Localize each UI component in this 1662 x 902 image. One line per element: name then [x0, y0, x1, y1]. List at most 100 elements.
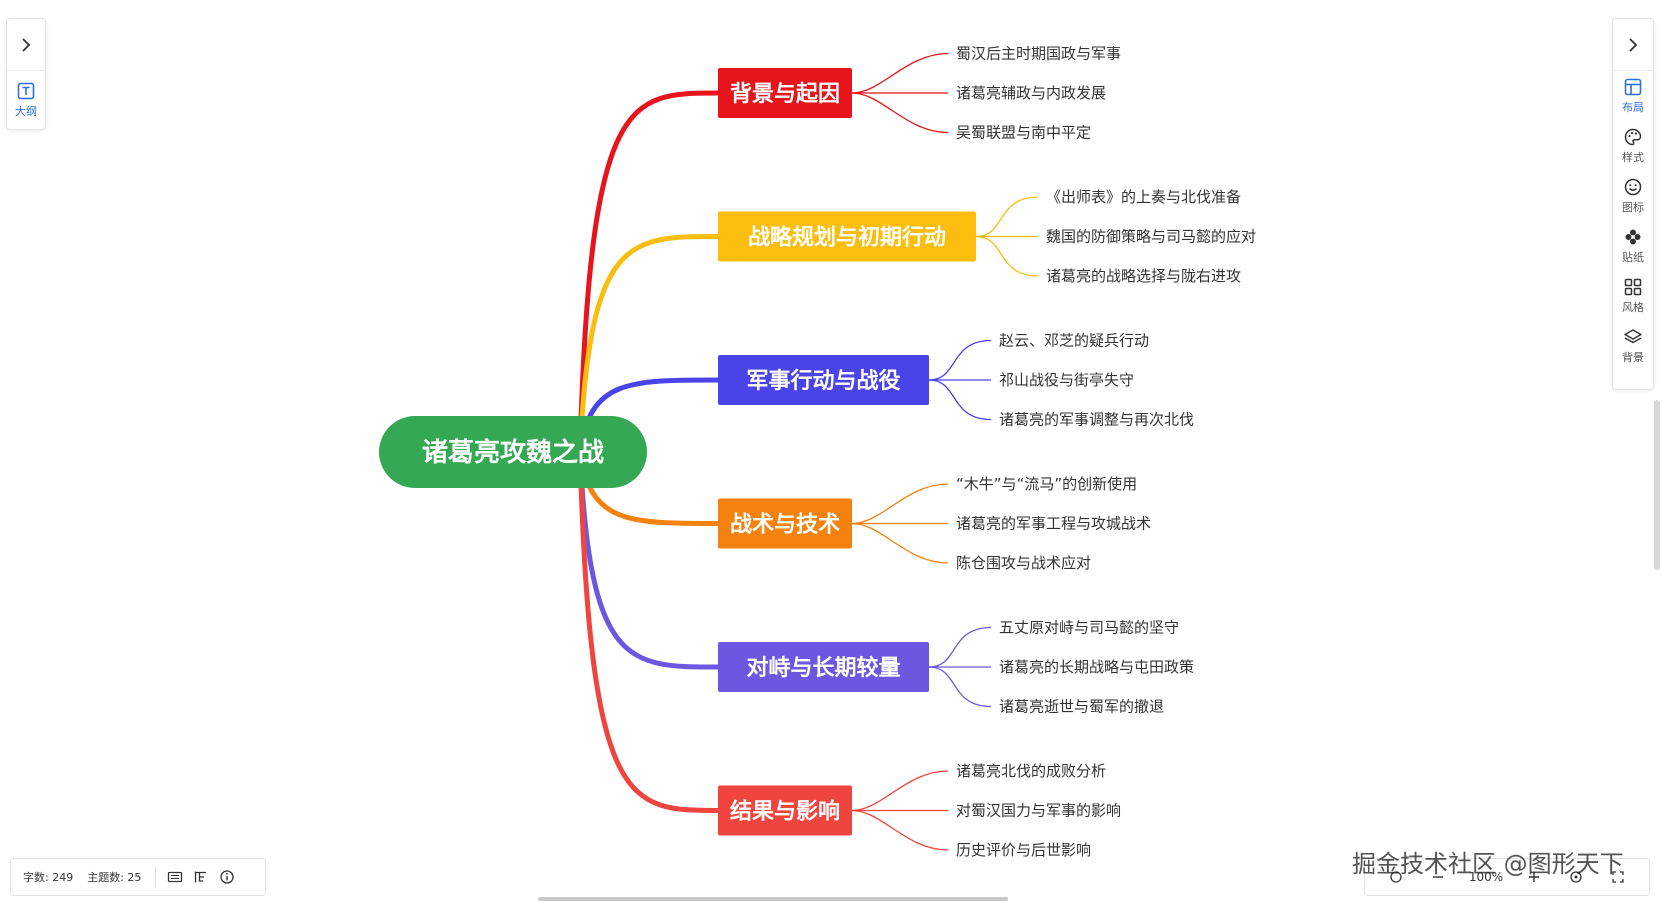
status-divider [155, 867, 157, 887]
sticker-label: 贴纸 [1622, 251, 1644, 264]
subtopic-label[interactable]: 祁山战役与街亭失守 [999, 371, 1134, 389]
keyboard-icon [168, 871, 183, 883]
smiley-icon [1624, 178, 1642, 196]
root-topic-label: 诸葛亮攻魏之战 [422, 437, 604, 468]
branch-topic[interactable]: 对峙与长期较量 [718, 642, 929, 692]
subtopic-label[interactable]: 五丈原对峙与司马懿的坚守 [999, 619, 1179, 637]
left-panel: 大纲 [6, 18, 46, 130]
branch-topic-shape [718, 642, 929, 692]
branch-topic-label: 背景与起因 [730, 82, 840, 107]
branch-topic-label: 战略规划与初期行动 [748, 225, 946, 251]
subtopic-label[interactable]: 蜀汉后主时期国政与军事 [956, 45, 1121, 63]
branch-topic-shape [718, 498, 852, 549]
background-button[interactable]: 背景 [1613, 321, 1653, 371]
branch-topic-shape [718, 68, 852, 118]
child-link [851, 770, 949, 812]
left-panel-toggle[interactable] [7, 19, 45, 71]
zoom-in-button[interactable] [1523, 866, 1545, 888]
child-link [928, 339, 992, 381]
child-link [851, 522, 949, 564]
word-count: 字数: 249 [23, 871, 74, 884]
branch-topic[interactable]: 军事行动与战役 [718, 355, 929, 405]
child-link [851, 52, 949, 94]
subtopic-label[interactable]: 诸葛亮逝世与蜀军的撤退 [999, 698, 1164, 716]
root-topic[interactable]: 诸葛亮攻魏之战 [379, 416, 647, 488]
layers-icon [1624, 329, 1642, 344]
icon-button[interactable]: 图标 [1613, 171, 1653, 221]
child-link [851, 92, 949, 134]
branch-topic[interactable]: 战略规划与初期行动 [718, 211, 976, 262]
keyboard-button[interactable] [166, 868, 184, 886]
subtopic-label[interactable]: “木牛”与“流马”的创新使用 [956, 475, 1137, 493]
chevron-right-icon [1629, 37, 1638, 52]
subtopic-label[interactable]: 对蜀汉国力与军事的影响 [956, 802, 1121, 820]
status-bar: 字数: 249 主题数: 25 [10, 858, 266, 896]
layout-button[interactable]: 布局 [1613, 71, 1653, 121]
branch-topic-label: 对峙与长期较量 [746, 655, 900, 681]
branch-topic[interactable]: 结果与影响 [718, 785, 852, 836]
plus-icon [1529, 872, 1540, 882]
subtopic-label[interactable]: 魏国的防御策略与司马懿的应对 [1046, 228, 1256, 246]
zoom-out-button[interactable] [1427, 866, 1449, 888]
icon-label: 图标 [1622, 201, 1644, 214]
branch-topic-label: 战术与技术 [730, 513, 840, 538]
branch-topic-label: 结果与影响 [730, 799, 840, 825]
info-button[interactable] [218, 868, 236, 886]
subtopic-label[interactable]: 赵云、邓芝的疑兵行动 [999, 332, 1149, 350]
info-icon [220, 870, 235, 884]
style-label: 样式 [1622, 151, 1644, 164]
subtopic-label[interactable]: 《出师表》的上奏与北伐准备 [1046, 188, 1241, 206]
child-link [928, 379, 992, 421]
outline-icon [17, 82, 35, 100]
chevron-right-icon [22, 37, 31, 52]
minus-icon [1432, 876, 1443, 878]
layout-label: 布局 [1622, 101, 1644, 114]
root-topic-shape [379, 416, 647, 488]
zoom-level: 100% [1468, 870, 1504, 884]
right-panel: 布局 样式 图标 贴纸 风格 背景 [1612, 18, 1654, 390]
watermark: 掘金技术社区 @图形天下 [1352, 850, 1624, 878]
zoom-bar: 100% [1364, 858, 1650, 896]
target-icon [1570, 871, 1582, 883]
subtopic-label[interactable]: 诸葛亮的战略选择与陇右进攻 [1046, 267, 1241, 285]
locate-icon [1390, 871, 1402, 883]
branch-link [577, 90, 721, 455]
palette-icon [1624, 128, 1642, 146]
outline-button[interactable]: 大纲 [7, 71, 45, 129]
theme-grid-icon [1624, 278, 1642, 296]
sticker-button[interactable]: 贴纸 [1613, 221, 1653, 271]
subtopic-label[interactable]: 吴蜀联盟与南中平定 [956, 124, 1091, 142]
structure-button[interactable] [192, 868, 210, 886]
subtopic-label[interactable]: 诸葛亮北伐的成败分析 [956, 762, 1106, 780]
child-link [928, 666, 992, 708]
vertical-scrollbar[interactable] [1654, 400, 1660, 570]
subtopic-label[interactable]: 陈仓围攻与战术应对 [956, 554, 1091, 572]
theme-button[interactable]: 风格 [1613, 271, 1653, 321]
subtopic-label[interactable]: 诸葛亮的军事工程与攻城战术 [956, 515, 1151, 533]
child-link [975, 196, 1039, 238]
branch-topic[interactable]: 战术与技术 [718, 498, 852, 549]
subtopic-label[interactable]: 诸葛亮辅政与内政发展 [956, 84, 1106, 102]
branch-topic[interactable]: 背景与起因 [718, 68, 852, 118]
theme-label: 风格 [1622, 301, 1644, 314]
child-link [851, 483, 949, 525]
branch-topic-shape [718, 785, 852, 836]
subtopic-label[interactable]: 诸葛亮的军事调整与再次北伐 [999, 411, 1194, 429]
subtopic-label[interactable]: 诸葛亮的长期战略与屯田政策 [999, 658, 1194, 676]
fit-button[interactable] [1385, 866, 1407, 888]
fullscreen-button[interactable] [1607, 866, 1629, 888]
branch-link [577, 449, 721, 813]
subtopic-label[interactable]: 历史评价与后世影响 [956, 841, 1091, 859]
branch-topic-shape [718, 211, 976, 262]
branch-link [577, 234, 721, 455]
background-label: 背景 [1622, 351, 1644, 364]
horizontal-scrollbar[interactable] [538, 897, 1008, 901]
child-link [928, 626, 992, 668]
style-button[interactable]: 样式 [1613, 121, 1653, 171]
right-panel-toggle[interactable] [1613, 19, 1653, 71]
center-button[interactable] [1565, 866, 1587, 888]
branch-topic-label: 军事行动与战役 [746, 368, 900, 394]
layout-icon [1624, 78, 1642, 96]
branch-topic-shape [718, 355, 929, 405]
